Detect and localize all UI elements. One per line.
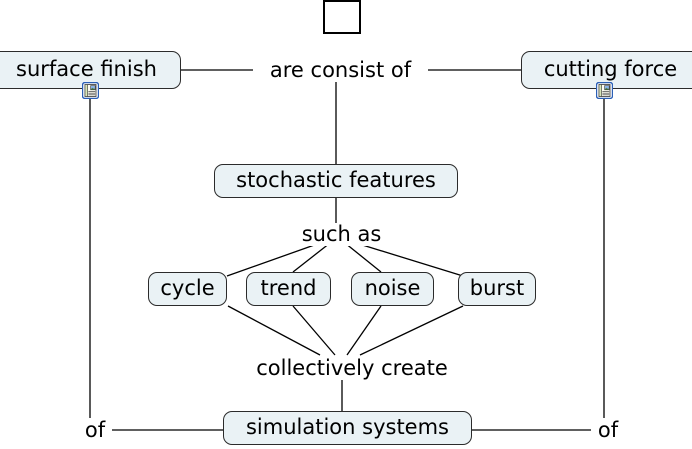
node-simulation[interactable]: simulation systems <box>223 411 472 445</box>
node-trend[interactable]: trend <box>246 272 331 306</box>
node-label-trend: trend <box>260 275 317 300</box>
node-label-burst: burst <box>469 275 525 300</box>
edge-burst-to-collectively <box>359 305 464 356</box>
link-label-are-consist-of: are consist of <box>253 59 428 82</box>
node-empty-box[interactable] <box>323 0 361 34</box>
node-label-cutting: cutting force <box>543 56 678 81</box>
edge-trend-to-collectively <box>292 305 336 356</box>
edge-suchas-to-noise <box>344 242 382 273</box>
link-label-of-left: of <box>78 419 112 442</box>
node-noise[interactable]: noise <box>351 272 434 306</box>
node-label-surface: surface finish <box>16 56 157 81</box>
link-label-of-right: of <box>591 419 625 442</box>
node-stochastic[interactable]: stochastic features <box>214 164 458 198</box>
node-label-cycle: cycle <box>160 275 215 300</box>
node-cycle[interactable]: cycle <box>148 272 227 306</box>
note-icon[interactable] <box>82 82 99 99</box>
node-label-stochastic: stochastic features <box>236 167 436 192</box>
link-label-such-as: such as <box>291 223 392 246</box>
node-label-noise: noise <box>364 275 421 300</box>
edge-suchas-to-trend <box>292 242 331 273</box>
link-label-collectively-create: collectively create <box>238 357 466 380</box>
edge-cycle-to-collectively <box>227 305 321 356</box>
note-icon[interactable] <box>596 82 613 99</box>
node-burst[interactable]: burst <box>458 272 536 306</box>
node-label-simulation: simulation systems <box>245 414 449 439</box>
edge-noise-to-collectively <box>346 305 382 356</box>
